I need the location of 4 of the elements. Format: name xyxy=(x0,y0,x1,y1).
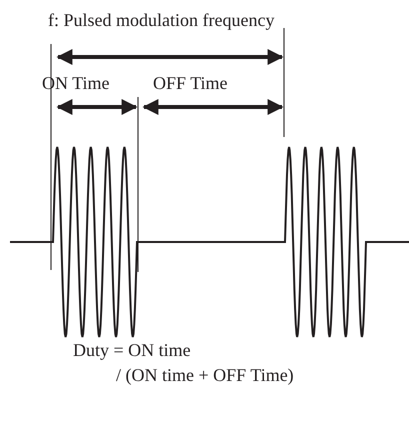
duty-formula: / (ON time + OFF Time) xyxy=(116,365,294,385)
duty-formula: Duty = ON time xyxy=(73,340,191,360)
frequency-label: f: Pulsed modulation frequency xyxy=(48,10,274,30)
off-time-label: OFF Time xyxy=(153,73,228,93)
